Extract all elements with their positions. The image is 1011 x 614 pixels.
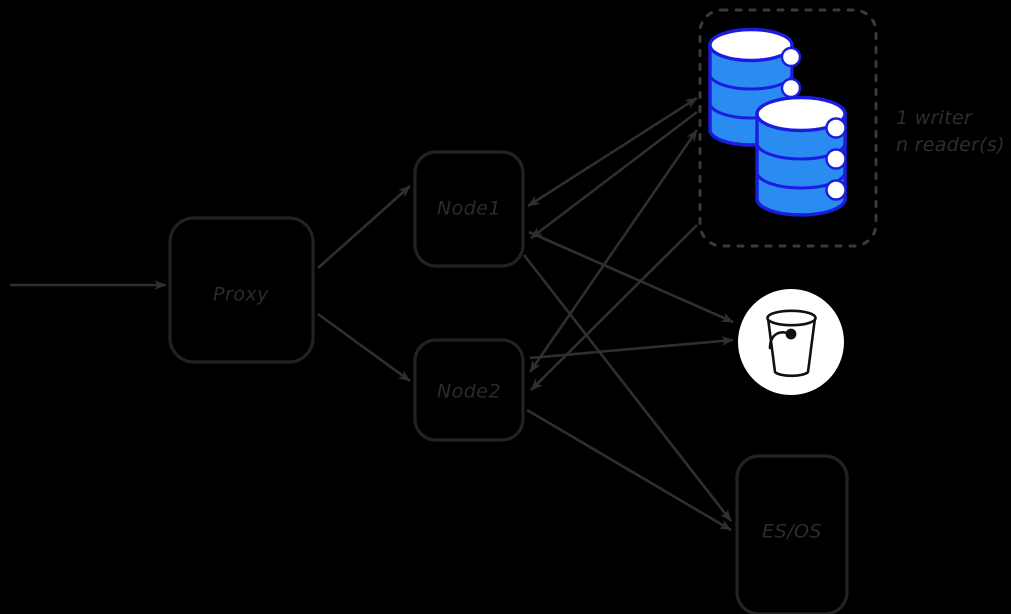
edge-database-to-node1 xyxy=(530,110,698,240)
edge-proxy-to-node2 xyxy=(317,312,411,383)
edge-database-to-node2 xyxy=(530,224,698,391)
esos-label: ES/OS xyxy=(762,521,822,543)
database-group[interactable]: 1 writer n reader(s) xyxy=(698,8,1005,248)
edge-node1-to-esos xyxy=(522,254,733,522)
node1-label: Node1 xyxy=(437,198,501,220)
edge-layer xyxy=(10,96,734,532)
edge-node1-to-database xyxy=(527,96,698,208)
esos-box[interactable] xyxy=(735,454,849,614)
node1-node[interactable]: Node1 xyxy=(413,150,525,268)
node2-node[interactable]: Node2 xyxy=(413,338,525,442)
esos-node[interactable]: ES/OS xyxy=(735,454,849,614)
database-annotation-line-2: n reader(s) xyxy=(896,134,1005,156)
proxy-node[interactable]: Proxy xyxy=(168,216,315,364)
edge-proxy-to-node1 xyxy=(317,185,411,269)
proxy-box[interactable] xyxy=(168,216,315,364)
database-cylinder-front-icon xyxy=(755,95,847,217)
edge-node2-to-esos xyxy=(526,408,732,532)
edge-node2-to-database xyxy=(528,129,699,373)
bucket-icon xyxy=(766,309,817,378)
proxy-label: Proxy xyxy=(213,284,269,306)
node2-label: Node2 xyxy=(437,381,501,403)
database-cylinder-back-icon xyxy=(708,27,802,147)
bucket-node[interactable] xyxy=(738,289,844,395)
database-annotation-line-1: 1 writer xyxy=(896,107,973,129)
node1-box[interactable] xyxy=(413,150,525,268)
edge-node2-to-bucket xyxy=(529,336,734,360)
node2-box[interactable] xyxy=(413,338,525,442)
edge-node1-to-bucket xyxy=(528,230,734,324)
